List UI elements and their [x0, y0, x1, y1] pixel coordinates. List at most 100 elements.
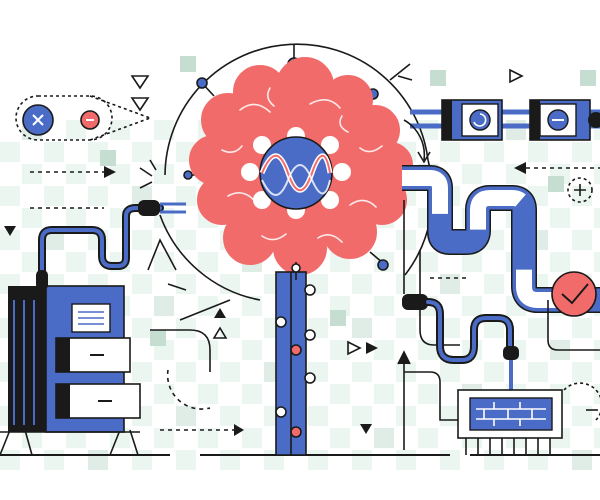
grid-cell: [484, 318, 504, 338]
grid-cell: [484, 450, 504, 470]
grid-cell: [396, 318, 416, 338]
triangle-up-icon: [212, 308, 228, 339]
grid-cell: [0, 186, 20, 206]
grid-cell: [198, 428, 218, 448]
grid-cell: [176, 362, 196, 382]
grid-cell: [550, 252, 570, 272]
grid-cell: [242, 296, 262, 316]
grid-cell: [528, 142, 548, 162]
grid-cell: [198, 384, 218, 404]
grid-cell: [396, 406, 416, 426]
grid-cell: [330, 340, 350, 360]
circle-minus-icon: [529, 99, 600, 141]
grid-cell: [220, 406, 240, 426]
grid-cell: [0, 230, 20, 250]
grid-cell: [418, 428, 438, 448]
grid-cell: [440, 142, 460, 162]
plus-icon: [567, 177, 593, 203]
right-connectors: [397, 200, 600, 450]
grid-cell: [308, 450, 328, 470]
grid-cell: [352, 362, 372, 382]
grid-cell: [396, 450, 416, 470]
grid-cell: [44, 230, 64, 250]
grid-cell: [352, 450, 372, 470]
grid-cell: [580, 70, 596, 86]
grid-cell: [484, 142, 504, 162]
grid-cell: [88, 450, 108, 470]
grid-cell: [154, 296, 174, 316]
grid-cell: [506, 120, 526, 140]
grid-cell: [418, 340, 438, 360]
brain-stem: [275, 262, 316, 456]
right-cable: [402, 294, 519, 394]
grid-cell: [330, 310, 346, 326]
grid-cell: [176, 450, 196, 470]
grid-cell: [572, 230, 592, 250]
grid-cell: [572, 450, 592, 470]
grid-cell: [396, 230, 416, 250]
grid-cell: [154, 384, 174, 404]
grid-cell: [66, 164, 86, 184]
grid-cell: [440, 406, 460, 426]
grid-cell: [220, 362, 240, 382]
grid-cell: [132, 362, 152, 382]
arrow-left-icon: [514, 162, 600, 174]
grid-cell: [308, 406, 328, 426]
file-cabinet-icon: [0, 270, 141, 456]
grid-cell: [44, 142, 64, 162]
grid-cell: [430, 70, 446, 86]
close-icon: [22, 104, 54, 136]
grid-cell: [484, 274, 504, 294]
grid-cell: [242, 340, 262, 360]
grid-cell: [352, 318, 372, 338]
grid-cell: [572, 142, 592, 162]
grid-cell: [88, 186, 108, 206]
arrow-right-icon: [30, 166, 116, 209]
grid-cell: [100, 150, 116, 166]
grid-cell: [198, 252, 218, 272]
grid-cell: [396, 274, 416, 294]
grid-cell: [110, 164, 130, 184]
grid-cell: [242, 384, 262, 404]
toggle-pill: [15, 95, 151, 141]
grid-cell: [594, 384, 600, 404]
grid-cell: [132, 318, 152, 338]
grid-cell: [548, 176, 564, 192]
grid-cell: [374, 428, 394, 448]
grid-cell: [462, 296, 482, 316]
grid-cell: [572, 186, 592, 206]
arrow-right-icon: [160, 424, 244, 436]
grid-cell: [242, 428, 262, 448]
grid-cell: [132, 450, 152, 470]
grid-cell: [44, 450, 64, 470]
grid-cell: [462, 164, 482, 184]
grid-cell: [22, 208, 42, 228]
left-cable: [38, 200, 186, 284]
grid-cell: [572, 406, 592, 426]
grid-cell: [154, 428, 174, 448]
grid-cell: [418, 252, 438, 272]
grid-cell: [176, 230, 196, 250]
minus-icon: [80, 110, 100, 130]
grid-cell: [484, 362, 504, 382]
waveform-icon: [259, 136, 333, 210]
grid-cell: [330, 428, 350, 448]
grid-cell: [594, 428, 600, 448]
grid-cell: [440, 450, 460, 470]
grid-cell: [150, 330, 166, 346]
grid-cell: [198, 340, 218, 360]
grid-cell: [66, 208, 86, 228]
grid-cell: [22, 252, 42, 272]
grid-cell: [180, 56, 196, 72]
grid-cell: [528, 318, 548, 338]
grid-cell: [66, 428, 86, 448]
grid-cell: [220, 450, 240, 470]
grid-cell: [440, 362, 460, 382]
grid-cell: [0, 142, 20, 162]
grid-cell: [572, 362, 592, 382]
grid-cell: [132, 274, 152, 294]
grid-cell: [594, 120, 600, 140]
grid-cell: [132, 142, 152, 162]
